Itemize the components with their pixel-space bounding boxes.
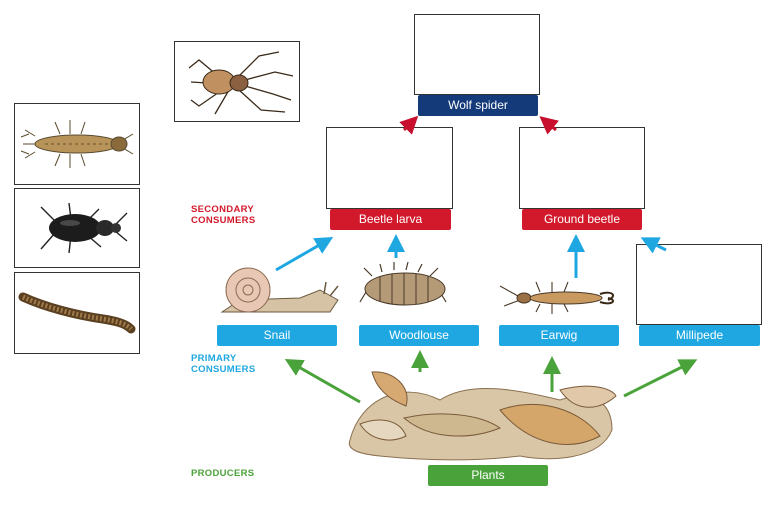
beetle-larva-drop-box[interactable]	[326, 127, 453, 209]
level-secondary-consumers: SECONDARY CONSUMERS	[191, 204, 256, 226]
arrow-ground-beetle-to-wolf-spider	[539, 116, 559, 135]
label-wolf-spider: Wolf spider	[418, 95, 538, 116]
snail-image	[220, 267, 339, 313]
earwig-image	[499, 281, 615, 314]
millipede-image	[18, 292, 136, 334]
label-beetle-larva: Beetle larva	[330, 209, 451, 230]
millipede-drop-box[interactable]	[636, 244, 762, 325]
woodlouse-image	[359, 261, 447, 306]
tray-beetle-larva[interactable]	[14, 103, 140, 185]
arrow-snail-to-beetle-larva	[275, 237, 334, 272]
level-primary-consumers: PRIMARY CONSUMERS	[191, 353, 256, 375]
tray-millipede[interactable]	[14, 272, 140, 354]
tray-ground-beetle[interactable]	[14, 188, 140, 268]
arrow-plants-to-millipede	[623, 359, 698, 398]
spider-picture-box[interactable]	[174, 41, 300, 122]
arrow-plants-to-snail	[284, 359, 361, 404]
arrow-beetle-larva-to-wolf-spider	[399, 115, 419, 135]
beetle-larva-image	[20, 120, 134, 168]
ground-beetle-image	[40, 202, 128, 254]
label-snail: Snail	[217, 325, 337, 346]
spider-image	[188, 51, 294, 115]
label-plants: Plants	[428, 465, 548, 486]
ground-beetle-drop-box[interactable]	[519, 127, 645, 209]
label-woodlouse: Woodlouse	[359, 325, 479, 346]
label-millipede: Millipede	[639, 325, 760, 346]
wolf-spider-drop-box[interactable]	[414, 14, 540, 95]
arrow-millipede-to-ground-beetle	[640, 237, 667, 254]
level-producers: PRODUCERS	[191, 468, 255, 479]
label-ground-beetle: Ground beetle	[522, 209, 642, 230]
leaves-image	[348, 371, 617, 461]
label-earwig: Earwig	[499, 325, 619, 346]
